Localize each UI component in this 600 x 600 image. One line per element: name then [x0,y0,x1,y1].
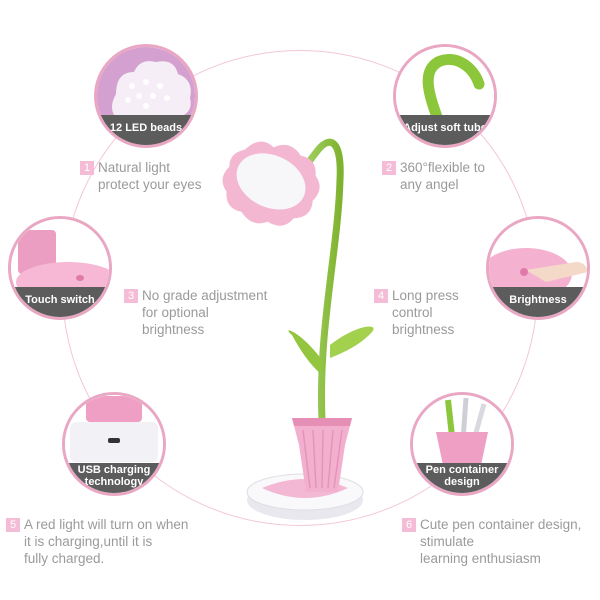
touch-switch-bubble: Touch switch [8,216,112,320]
led-beads-bubble: 12 LED beads [94,44,198,148]
brightness-label: Brightness [489,287,587,317]
soft-tube-bubble: Adjust soft tube [393,44,497,148]
feature-number: 6 [402,518,416,532]
led-beads-label: 12 LED beads [97,115,195,145]
feature-number: 5 [6,518,20,532]
soft-tube-label: Adjust soft tube [396,115,494,145]
brightness-bubble: Brightness [486,216,590,320]
usb-charging-label: USB charging technology [65,463,163,493]
touch-switch-label: Touch switch [11,287,109,317]
feature-number: 3 [124,289,138,303]
feature-number: 2 [382,161,396,175]
feature-number: 1 [80,161,94,175]
pen-container-label: Pen container design [413,463,511,493]
feature-number: 4 [374,289,388,303]
usb-charging-bubble: USB charging technology [62,392,166,496]
pen-container-bubble: Pen container design [410,392,514,496]
